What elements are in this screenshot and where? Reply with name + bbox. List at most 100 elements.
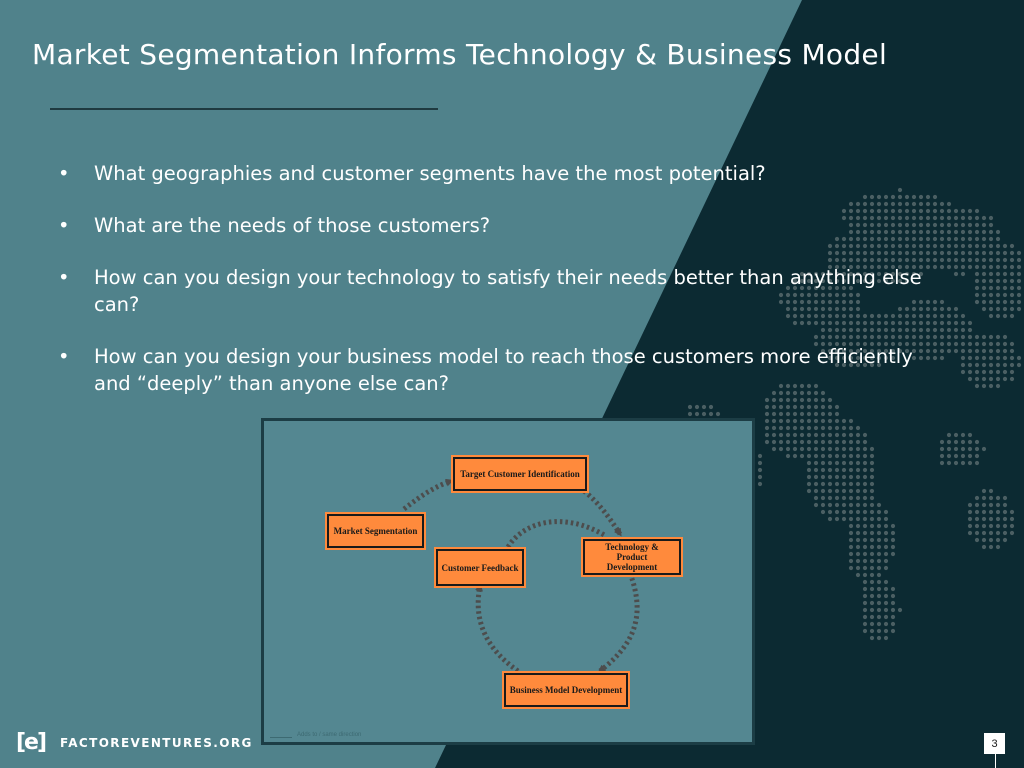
map-dot — [939, 222, 945, 228]
bullet-text: How can you design your technology to sa… — [94, 266, 922, 316]
map-dot — [841, 509, 847, 515]
map-dot — [974, 460, 980, 466]
map-dot — [953, 439, 959, 445]
map-dot — [904, 341, 910, 347]
bullet-text: What geographies and customer segments h… — [94, 162, 766, 185]
map-dot — [792, 425, 798, 431]
map-dot — [904, 278, 910, 284]
map-dot — [862, 243, 868, 249]
map-dot — [827, 271, 833, 277]
map-dot — [883, 558, 889, 564]
map-dot — [1002, 348, 1008, 354]
map-dot — [876, 313, 882, 319]
map-dot — [764, 425, 770, 431]
map-dot — [890, 621, 896, 627]
map-dot — [939, 460, 945, 466]
map-dot — [834, 516, 840, 522]
map-dot — [827, 278, 833, 284]
map-dot — [869, 621, 875, 627]
map-dot — [960, 313, 966, 319]
map-dot — [925, 208, 931, 214]
node-market-segmentation: Market Segmentation — [327, 514, 424, 548]
map-dot — [820, 509, 826, 515]
map-dot — [827, 285, 833, 291]
map-dot — [883, 264, 889, 270]
map-dot — [995, 369, 1001, 375]
map-dot — [785, 313, 791, 319]
node-target-customer-identification: Target Customer Identification — [453, 457, 587, 491]
map-dot — [960, 334, 966, 340]
map-dot — [813, 432, 819, 438]
map-dot — [806, 460, 812, 466]
map-dot — [890, 334, 896, 340]
map-dot — [911, 222, 917, 228]
map-dot — [974, 369, 980, 375]
map-dot — [855, 425, 861, 431]
map-dot — [841, 362, 847, 368]
map-dot — [827, 299, 833, 305]
map-dot — [834, 404, 840, 410]
map-dot — [1009, 530, 1015, 536]
map-dot — [925, 236, 931, 242]
map-dot — [834, 320, 840, 326]
map-dot — [918, 194, 924, 200]
map-dot — [1002, 264, 1008, 270]
map-dot — [925, 215, 931, 221]
map-dot — [897, 278, 903, 284]
map-dot — [876, 320, 882, 326]
map-dot — [946, 313, 952, 319]
map-dot — [988, 243, 994, 249]
map-dot — [1009, 271, 1015, 277]
map-dot — [925, 299, 931, 305]
map-dot — [806, 432, 812, 438]
map-dot — [869, 236, 875, 242]
map-dot — [960, 327, 966, 333]
map-dot — [988, 250, 994, 256]
map-dot — [988, 383, 994, 389]
map-dot — [827, 264, 833, 270]
map-dot — [995, 502, 1001, 508]
map-dot — [974, 208, 980, 214]
map-dot — [862, 495, 868, 501]
map-dot — [988, 376, 994, 382]
map-dot — [939, 250, 945, 256]
map-dot — [841, 278, 847, 284]
map-dot — [855, 292, 861, 298]
map-dot — [813, 460, 819, 466]
map-dot — [799, 425, 805, 431]
map-dot — [848, 467, 854, 473]
map-dot — [890, 257, 896, 263]
map-dot — [792, 418, 798, 424]
map-dot — [974, 278, 980, 284]
map-dot — [834, 453, 840, 459]
map-dot — [981, 271, 987, 277]
map-dot — [827, 327, 833, 333]
map-dot — [792, 320, 798, 326]
map-dot — [848, 215, 854, 221]
map-dot — [813, 397, 819, 403]
map-dot — [855, 222, 861, 228]
map-dot — [841, 418, 847, 424]
map-dot — [799, 292, 805, 298]
map-dot — [932, 327, 938, 333]
map-dot — [897, 250, 903, 256]
map-dot — [862, 341, 868, 347]
map-dot — [876, 558, 882, 564]
map-dot — [820, 446, 826, 452]
map-dot — [855, 250, 861, 256]
map-dot — [995, 341, 1001, 347]
map-dot — [876, 621, 882, 627]
map-dot — [820, 453, 826, 459]
map-dot — [918, 208, 924, 214]
map-dot — [995, 236, 1001, 242]
map-dot — [785, 446, 791, 452]
map-dot — [848, 285, 854, 291]
map-dot — [939, 215, 945, 221]
map-dot — [813, 418, 819, 424]
map-dot — [806, 411, 812, 417]
map-dot — [848, 495, 854, 501]
map-dot — [883, 614, 889, 620]
map-dot — [876, 502, 882, 508]
map-dot — [813, 334, 819, 340]
map-dot — [855, 509, 861, 515]
